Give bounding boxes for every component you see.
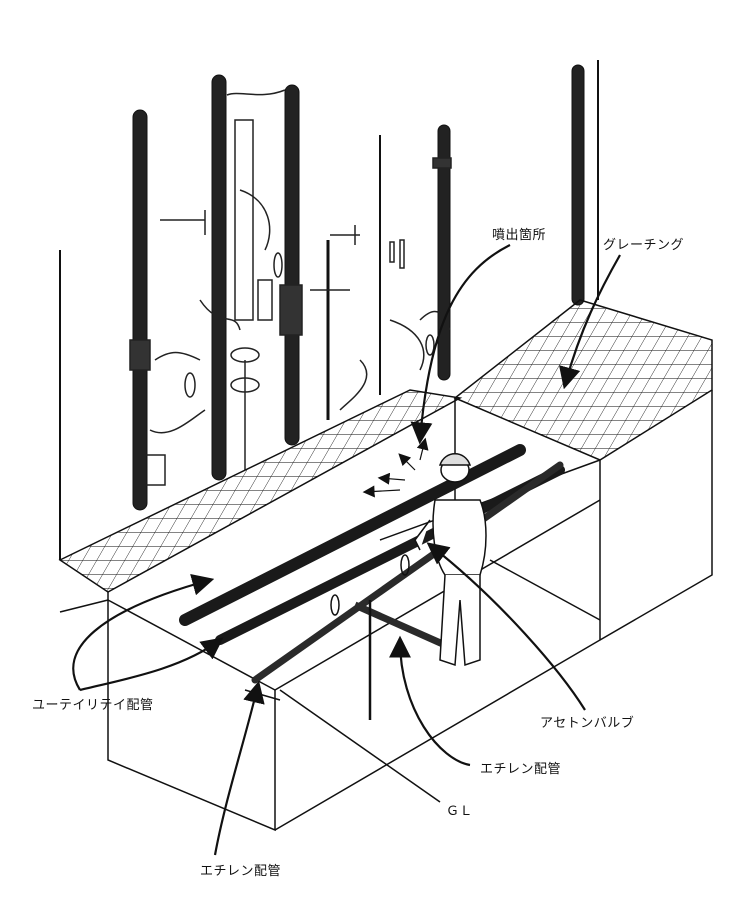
leader-ethylene-bottom: [213, 680, 265, 856]
column: [284, 84, 300, 446]
utility-pipe: [215, 465, 565, 645]
plant-columns: [59, 60, 599, 560]
label-grating: グレーチング: [603, 238, 685, 253]
leader-ethylene-right: [389, 635, 471, 767]
leader-grating: [559, 254, 621, 390]
leader-utility-2: [79, 637, 224, 692]
label-ejection-point: 噴出箇所: [492, 228, 547, 243]
column: [571, 64, 585, 306]
column: [211, 74, 227, 481]
leader-utility: [72, 574, 215, 691]
ethylene-pipe-branch: [353, 601, 447, 649]
column: [132, 109, 148, 511]
leader-ejection: [410, 244, 511, 445]
label-utility-piping: ユーテイリテイ配管: [32, 698, 154, 713]
leader-acetone: [426, 542, 586, 711]
worker-figure: [414, 453, 487, 667]
column: [437, 124, 451, 381]
background-fittings: [129, 89, 452, 486]
label-acetone-valve: アセトンバルブ: [540, 716, 635, 731]
leader-gl: [279, 689, 441, 803]
label-ethylene-piping-bottom: エチレン配管: [200, 864, 282, 879]
ejection-spray: [362, 437, 429, 498]
grating-right: [453, 299, 713, 461]
label-ground-level: ＧＬ: [446, 804, 474, 819]
label-ethylene-piping-right: エチレン配管: [480, 762, 562, 777]
leader-lines: [72, 244, 621, 856]
grating-left: [58, 389, 463, 593]
